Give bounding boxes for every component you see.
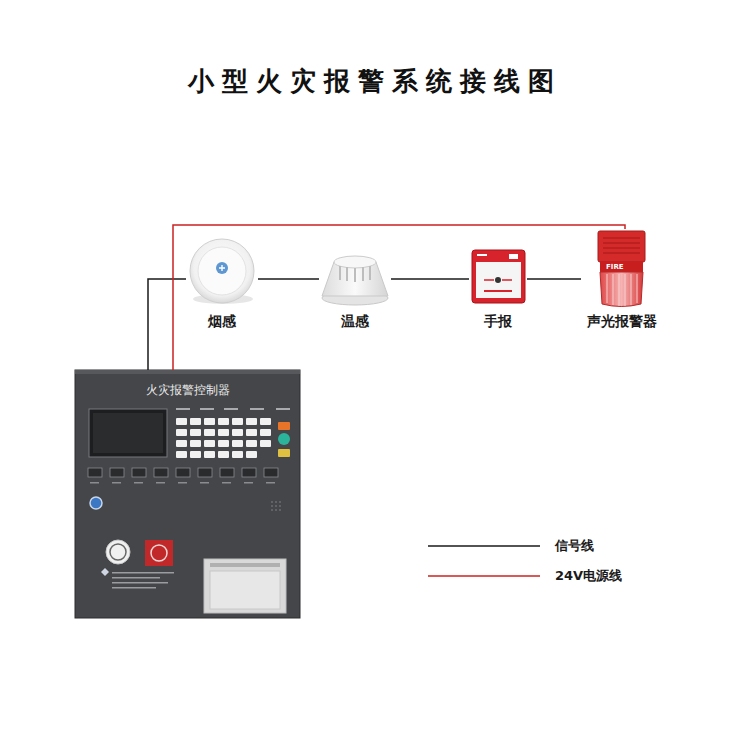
legend-entry: 信号线 (428, 537, 688, 555)
signal-wire (148, 279, 186, 370)
node-label: 温感 (341, 312, 369, 330)
smoke-detector-icon (190, 239, 254, 304)
signal-wire (258, 278, 319, 280)
diagram-title: 小型火灾报警系统接线图 (0, 64, 750, 99)
heat-detector: 温感 (319, 248, 391, 330)
node-label: 烟感 (208, 312, 236, 330)
control-panel: 火灾报警控制器 (75, 370, 300, 618)
manual-call-point: 手报 (469, 246, 527, 330)
node-label: 手报 (484, 312, 512, 330)
manual-call-point-icon (472, 250, 525, 303)
heat-detector-icon (322, 256, 388, 305)
legend-line (428, 575, 540, 577)
power-wire (173, 225, 625, 370)
node-label: 声光报警器 (587, 312, 657, 330)
legend-line-sample (428, 537, 542, 555)
signal-wire (527, 278, 581, 280)
legend-text: 24V电源线 (555, 567, 622, 585)
sounder-strobe-icon (598, 231, 645, 307)
device-marking: FIRE (606, 263, 624, 271)
sounder-strobe: 声光报警器 (581, 229, 663, 330)
legend-entry: 24V电源线 (428, 567, 688, 585)
node-label: 火灾报警控制器 (146, 383, 230, 398)
legend-line-sample (428, 567, 542, 585)
control-panel-illustration (75, 370, 300, 618)
legend-line (428, 545, 540, 547)
signal-wire (391, 278, 469, 280)
smoke-detector: 烟感 (186, 240, 258, 330)
legend-text: 信号线 (555, 537, 594, 555)
